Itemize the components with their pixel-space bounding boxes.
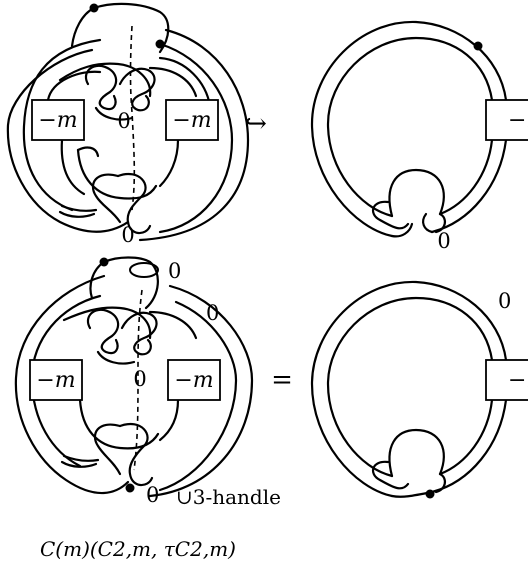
dotted-circle-marker xyxy=(473,41,483,51)
bottom-left-box-left xyxy=(29,359,83,401)
top-left-bottom-framing: 0 xyxy=(121,223,134,247)
top-right-kirby-diagram: −m 0 xyxy=(310,20,528,253)
bottom-right-framing: 0 xyxy=(498,289,511,313)
bottom-right-kirby-diagram: −m 0 xyxy=(310,280,528,499)
bottom-left-box-left-label: −m xyxy=(36,368,75,393)
bottom-left-top-right-framing: 0 xyxy=(206,301,219,325)
equals-sign: = xyxy=(271,365,293,395)
bottom-right-box-label: −m xyxy=(508,368,528,393)
top-left-box-left-label: −m xyxy=(38,108,77,133)
top-right-framing: 0 xyxy=(437,229,450,253)
bottom-left-bottom-framing: 0 xyxy=(146,483,159,507)
dotted-circle-marker xyxy=(425,489,435,499)
bottom-left-small-framing: 0 xyxy=(168,259,181,283)
small-unknot xyxy=(129,262,159,278)
figure-caption: C(m)(C2,m, τC2,m) xyxy=(40,537,236,561)
top-left-box-right-label: −m xyxy=(172,108,211,133)
bottom-right-box xyxy=(485,359,528,401)
bottom-left-box-right-label: −m xyxy=(174,368,213,393)
top-left-box-left xyxy=(31,99,85,141)
top-left-box-right xyxy=(165,99,219,141)
three-handle-note: ∪3-handle xyxy=(176,485,281,509)
bottom-left-inner-framing: 0 xyxy=(133,367,146,391)
bottom-left-box-right xyxy=(167,359,221,401)
bottom-left-kirby-diagram: −m −m 0 0 0 0 ∪3-handle xyxy=(14,256,281,509)
top-left-kirby-diagram: −m −m 0 0 xyxy=(6,2,250,247)
dotted-circle-marker xyxy=(89,3,99,13)
dotted-circle-marker xyxy=(125,483,135,493)
top-right-box-label: −m xyxy=(508,108,528,133)
top-right-box xyxy=(485,99,528,141)
dotted-circle-marker xyxy=(99,257,109,267)
top-left-inner-framing: 0 xyxy=(117,109,130,133)
dotted-circle-marker xyxy=(155,39,165,49)
embedding-arrow: ↪ xyxy=(245,109,267,139)
